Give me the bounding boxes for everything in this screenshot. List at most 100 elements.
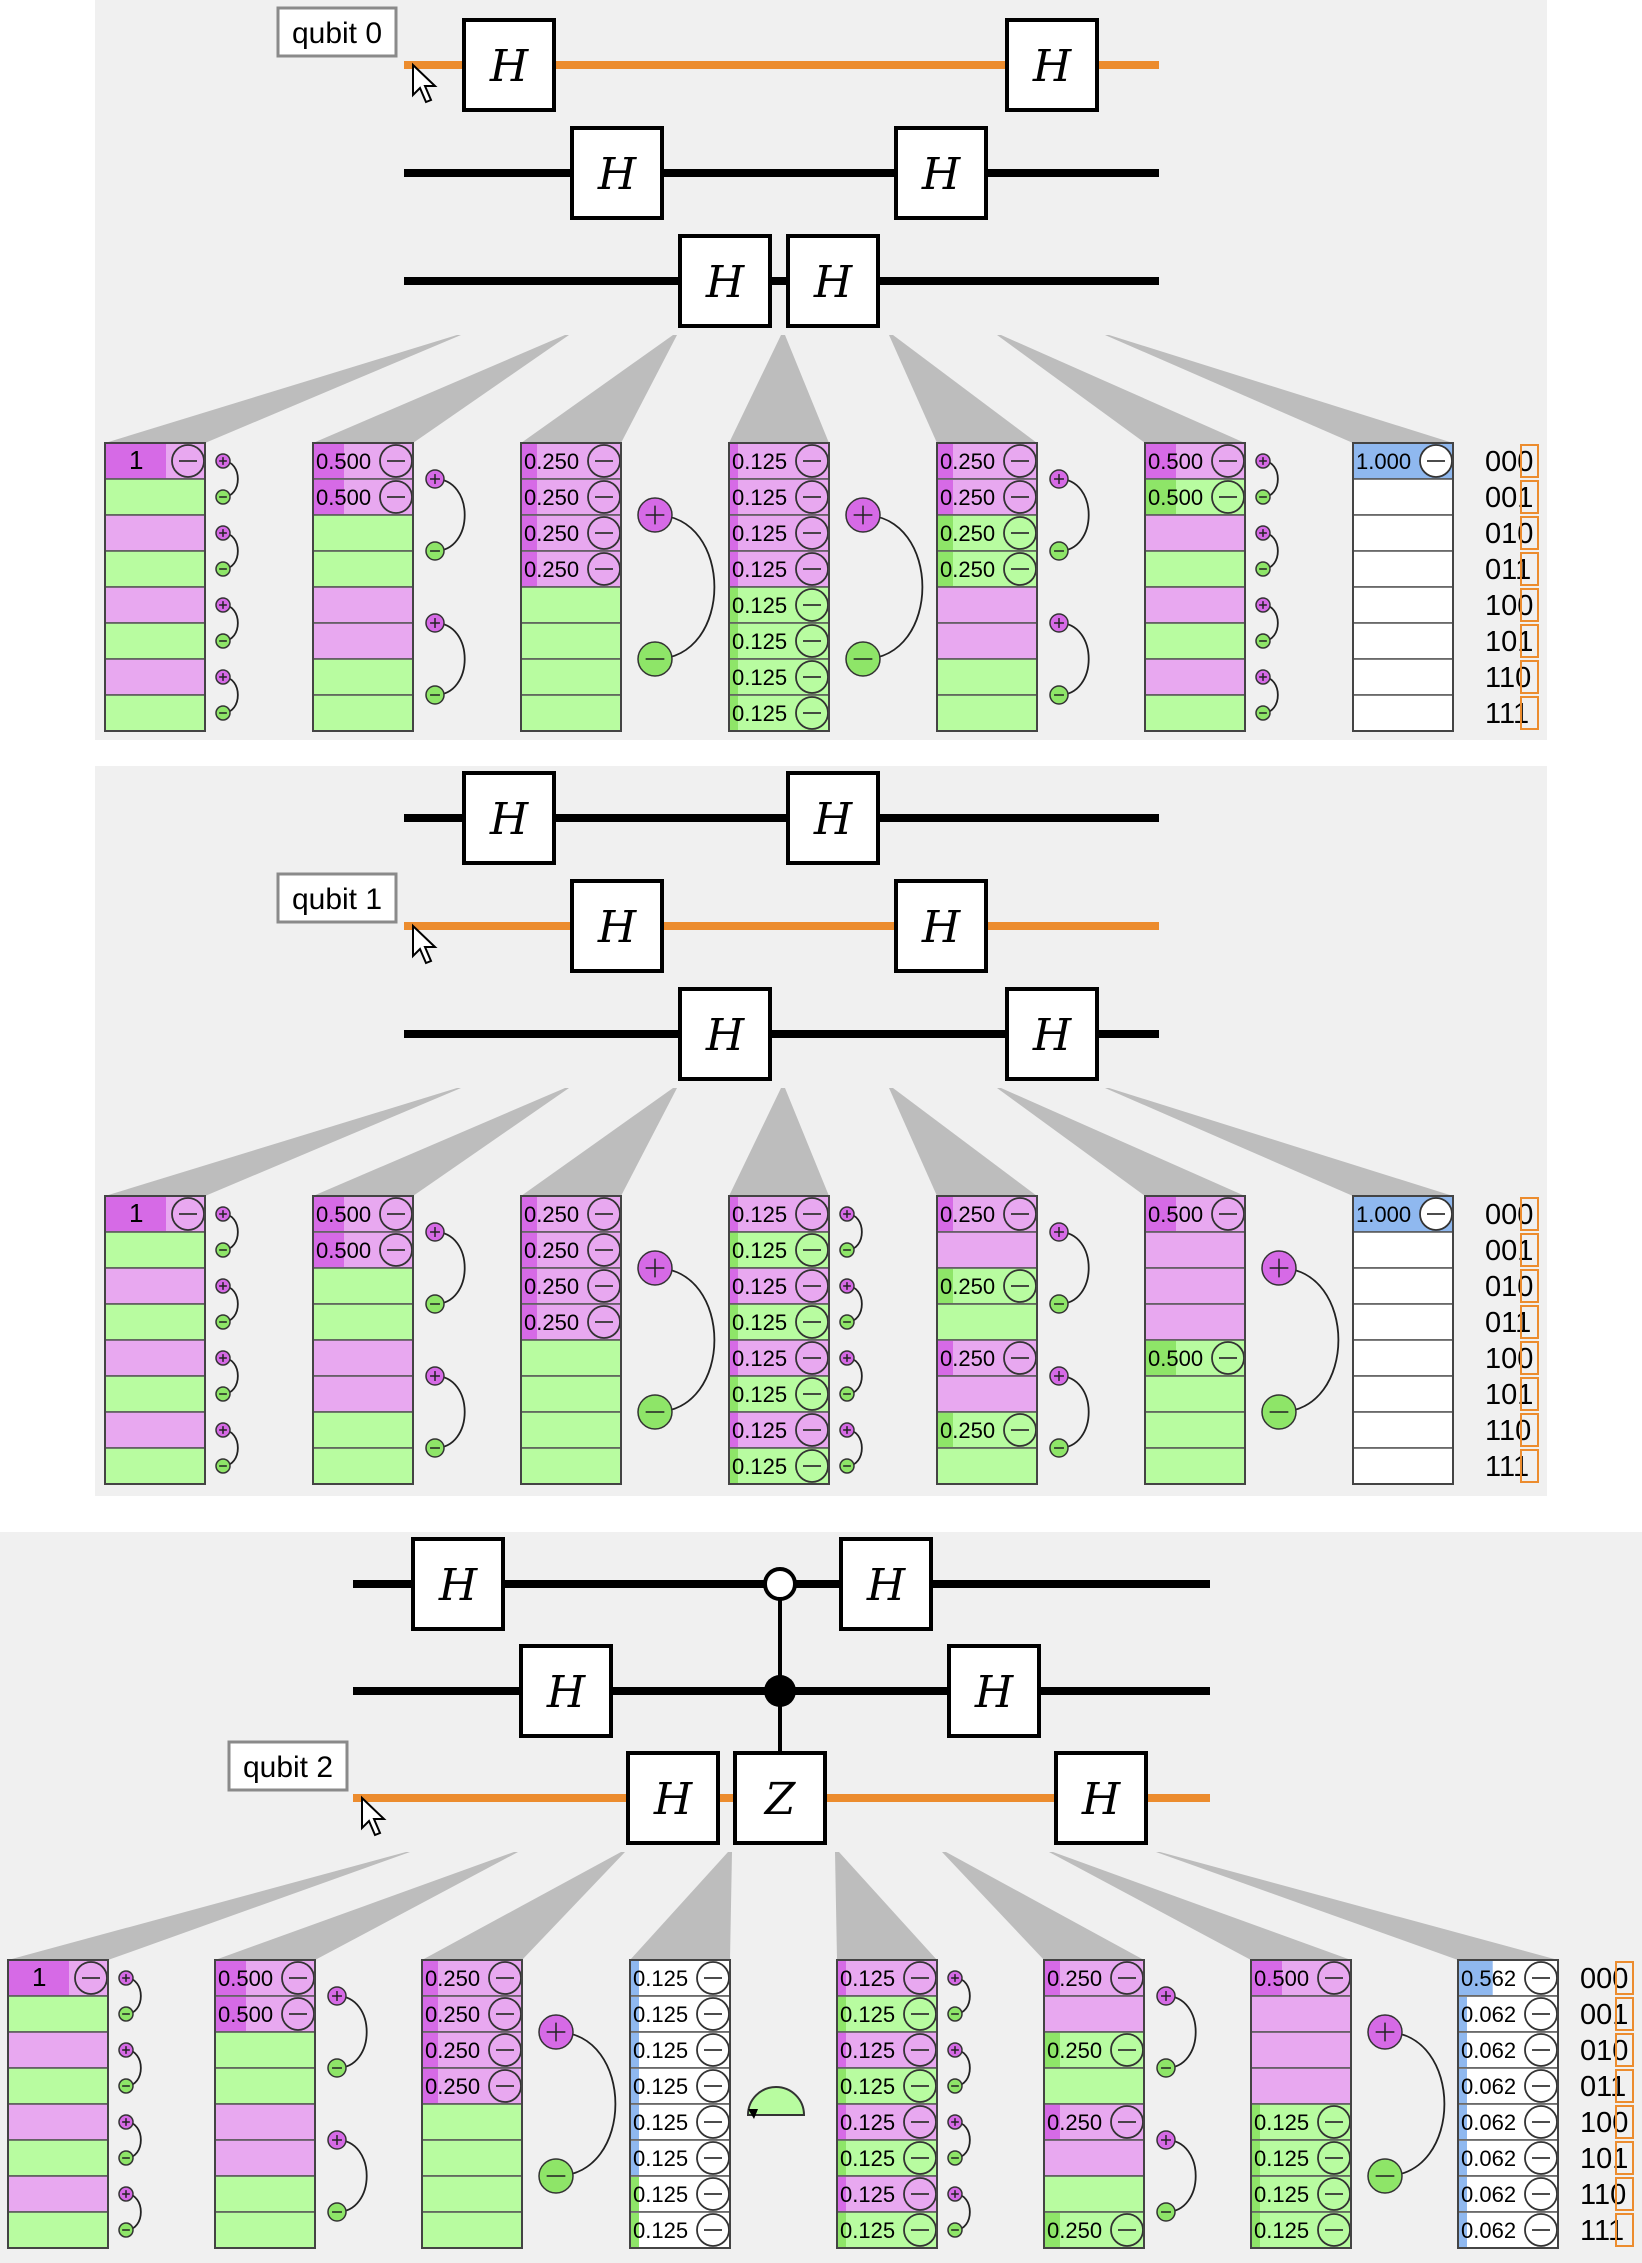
hadamard-gate[interactable]: H: [786, 771, 880, 865]
hadamard-gate[interactable]: H: [894, 126, 988, 220]
hadamard-gate[interactable]: H: [786, 234, 880, 328]
amplitude-value: 0.500: [218, 1966, 273, 1991]
amplitude-cell: [1352, 586, 1454, 624]
amplitude-cell: [104, 1303, 206, 1341]
gate-symbol: H: [974, 1667, 1015, 1718]
state-column-border: [312, 1195, 414, 1485]
amplitude-cell: [1144, 1375, 1246, 1413]
probability-bar: [730, 1341, 738, 1375]
probability-bar: [314, 1233, 344, 1267]
gate-box: [519, 1644, 613, 1738]
pair-connector: [654, 514, 716, 660]
amplitude-value: 0.125: [1254, 2110, 1309, 2135]
hadamard-gate[interactable]: H: [462, 18, 556, 112]
probability-bar: [423, 1997, 438, 2031]
hadamard-gate[interactable]: H: [519, 1644, 613, 1738]
gate-symbol: H: [597, 902, 638, 953]
probability-bar: [1459, 1961, 1493, 1995]
hadamard-gate[interactable]: H: [894, 879, 988, 973]
probability-bar: [938, 1197, 953, 1231]
amplitude-value: 0.125: [732, 1382, 787, 1407]
hadamard-gate[interactable]: H: [947, 1644, 1041, 1738]
basis-label: 100: [1485, 590, 1533, 622]
hadamard-gate[interactable]: H: [462, 771, 556, 865]
probability-bar: [1045, 2213, 1060, 2247]
gate-box: [1005, 18, 1099, 112]
hadamard-gate[interactable]: H: [1005, 987, 1099, 1081]
amplitude-value: 0.125: [840, 2110, 895, 2135]
amplitude-value: 0.500: [218, 2002, 273, 2027]
amplitude-cell: [312, 658, 414, 696]
amplitude-cell: [312, 1267, 414, 1305]
projection-cones: [105, 1088, 1453, 1196]
qubit-label-box: [276, 872, 398, 924]
state-column: 0.500 0.500: [214, 1959, 368, 2249]
control-open-dot[interactable]: [763, 1567, 797, 1601]
hadamard-gate[interactable]: H: [411, 1537, 505, 1631]
amplitude-value: 0.125: [840, 2182, 895, 2207]
amplitude-value: 0.125: [732, 521, 787, 546]
measurement-icon[interactable]: [746, 2086, 806, 2119]
probability-bar: [522, 1233, 537, 1267]
amplitude-cell: [1144, 1303, 1246, 1341]
basis-bit-highlight: [1615, 2141, 1634, 2175]
probability-bar: [730, 1413, 738, 1447]
projection-cone: [313, 335, 569, 443]
probability-bar: [216, 1997, 246, 2031]
probability-bar: [423, 2033, 438, 2067]
amplitude-cell: [1144, 550, 1246, 588]
basis-bit-highlight: [1520, 1305, 1539, 1339]
probability-bar: [938, 444, 953, 478]
probability-bar: [838, 2069, 846, 2103]
basis-label: 010: [1580, 2035, 1628, 2067]
amplitude-value: 0.125: [633, 2182, 688, 2207]
basis-bit-highlight: [1520, 516, 1539, 550]
amplitude-cell: [936, 586, 1038, 624]
gate-box: [462, 771, 556, 865]
amplitude-value: 0.250: [940, 557, 995, 582]
probability-bar: [314, 480, 344, 514]
amplitude-cell: [1144, 1231, 1246, 1269]
gate-box: [786, 234, 880, 328]
hadamard-gate[interactable]: H: [678, 234, 772, 328]
z-gate[interactable]: Z: [733, 1751, 827, 1845]
projection-cone: [997, 1088, 1245, 1196]
hadamard-gate[interactable]: H: [839, 1537, 933, 1631]
qubit-label: qubit 2: [227, 1740, 349, 1792]
basis-label: 000: [1485, 446, 1533, 478]
amplitude-cell: [421, 2211, 523, 2249]
projection-cone: [997, 335, 1245, 443]
hadamard-gate[interactable]: H: [1054, 1751, 1148, 1845]
hadamard-gate[interactable]: H: [1005, 18, 1099, 112]
gate-symbol: H: [705, 257, 746, 308]
amplitude-value: 0.250: [524, 557, 579, 582]
amplitude-cell: [421, 2175, 523, 2213]
pair-connector: [654, 1267, 716, 1413]
hadamard-gate[interactable]: H: [570, 879, 664, 973]
hadamard-gate[interactable]: H: [626, 1751, 720, 1845]
gate-symbol: H: [546, 1667, 587, 1718]
basis-bit-highlight: [1520, 552, 1539, 586]
gate-box: [947, 1644, 1041, 1738]
gate-box: [462, 18, 556, 112]
gate-box: [1054, 1751, 1148, 1845]
hadamard-gate[interactable]: H: [570, 126, 664, 220]
basis-label: 001: [1580, 1999, 1628, 2031]
amplitude-value: 0.125: [840, 2074, 895, 2099]
state-column: 1: [7, 1959, 142, 2249]
state-column-border: [936, 442, 1038, 732]
hadamard-gate[interactable]: H: [678, 987, 772, 1081]
amplitude-value: 0.500: [316, 449, 371, 474]
state-column: 1: [104, 1195, 239, 1485]
amplitude-value: 0.250: [425, 2038, 480, 2063]
state-column-border: [728, 1195, 830, 1485]
amplitude-cell: [520, 586, 622, 624]
control-filled-dot[interactable]: [764, 1675, 796, 1707]
amplitude-cell: [1250, 2067, 1352, 2105]
state-column-border: [1457, 1959, 1559, 2249]
basis-bit-highlight: [1615, 1961, 1634, 1995]
amplitude-cell: [214, 2067, 316, 2105]
